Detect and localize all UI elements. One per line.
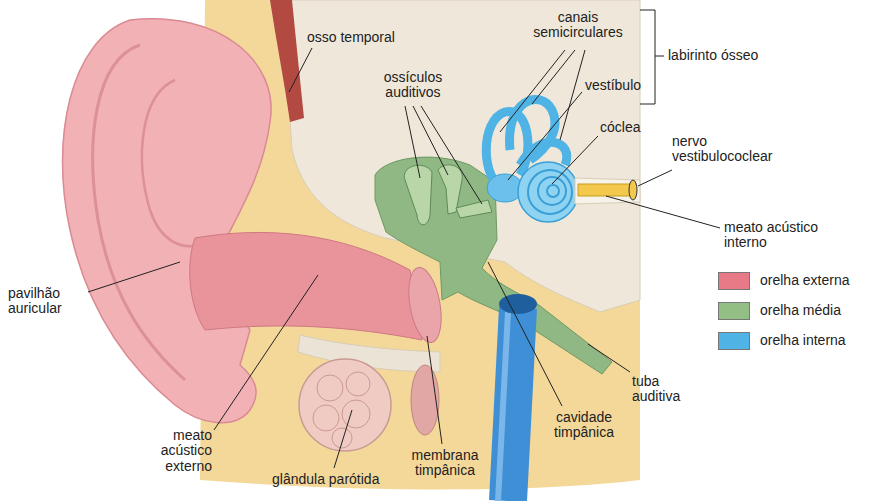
cochlea-turn [528,170,572,214]
part-label: canais semicirculares [528,10,628,41]
part-label: vestíbulo [585,78,641,93]
legend-swatch [718,272,750,290]
nerve [578,184,632,196]
external-canal [190,232,422,340]
cochlea-turn [547,185,559,197]
vessel-opening [499,294,537,314]
part-label: nervo vestibulococlear [672,134,784,165]
cochlea [518,162,578,222]
pinna [63,19,272,423]
stapes [456,200,492,218]
group-label: labirinto ósseo [668,48,758,63]
legend-item: orelha média [718,302,868,320]
vessel-highlight [498,312,508,501]
part-label: membrana timpânica [405,448,485,479]
part-label: ossículos auditivos [372,70,454,101]
part-label: pavilhão auricular [8,286,83,317]
legend-text: orelha externa [760,273,850,288]
part-label: cóclea [600,120,640,135]
nerve-end [629,180,637,200]
parotid-gland [299,359,391,451]
part-label: meato acústico externo [150,428,212,474]
cochlea-turn [538,177,566,205]
part-label: meato acústico interno [724,220,829,251]
pinna-fold [93,45,185,380]
internal-meatus [575,178,640,204]
legend-text: orelha média [760,303,841,318]
part-label: glândula parótida [272,472,379,487]
incus [438,165,462,214]
legend-item: orelha externa [718,272,868,290]
muscle [411,365,439,435]
part-label: cavidade timpânica [545,410,623,441]
malleus [404,165,432,224]
leader-lines [88,10,720,468]
vessel-stripe [270,0,304,122]
legend-swatch [718,302,750,320]
bone-label: osso temporal [307,30,395,45]
legend-swatch [718,332,750,350]
pinna-fold [142,80,200,246]
legend-text: orelha interna [760,333,846,348]
legend-item: orelha interna [718,332,868,350]
tympanic-membrane [404,265,447,345]
part-label: tuba auditiva [632,374,698,405]
